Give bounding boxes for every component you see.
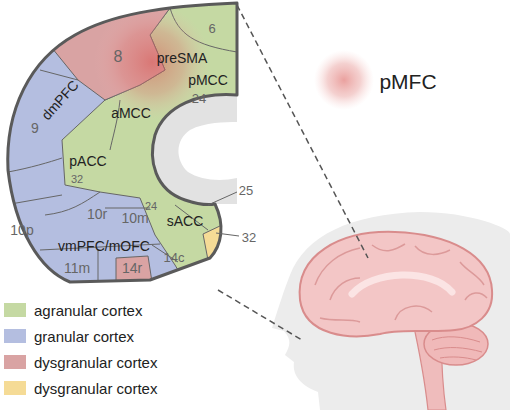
zoom-line (218, 290, 302, 340)
area-number: 32 (71, 174, 83, 185)
legend-swatch (4, 381, 26, 395)
legend-text: granular cortex (34, 328, 134, 345)
legend-entry: granular cortex (4, 326, 134, 346)
legend-entry: dysgranular cortex (4, 352, 157, 372)
legend-entry: dysgranular cortex (4, 378, 157, 398)
leader-line (216, 233, 239, 236)
head-illustration (272, 212, 510, 410)
area-number: 9 (31, 121, 39, 135)
legend-swatch (4, 303, 26, 317)
area-number: 32 (242, 231, 256, 244)
area-number: 14r (122, 261, 142, 275)
legend-text: dysgranular cortex (34, 380, 157, 397)
area-number: 24 (192, 92, 206, 105)
region-label: preSMA (157, 51, 208, 65)
pmfc-key-circle (314, 50, 374, 110)
cerebellum-folds (432, 337, 482, 360)
legend-swatch (4, 329, 26, 343)
cortex-areas (5, 0, 240, 300)
area-number: 14c (164, 251, 185, 264)
legend-entry: agranular cortex (4, 300, 142, 320)
pmfc-highlight (94, 4, 210, 120)
cortex-outline (8, 3, 237, 282)
region-label: pACC (69, 154, 106, 168)
leader-line (208, 192, 237, 205)
zoom-line (237, 5, 368, 258)
key-label: pMFC (379, 71, 436, 92)
area-number: 6 (208, 22, 215, 35)
area-number: 25 (239, 184, 253, 197)
legend-swatch (4, 355, 26, 369)
region-label: pMCC (188, 73, 228, 87)
head-silhouette (272, 212, 510, 410)
brain-gyri (315, 244, 487, 322)
area-number: 24 (145, 201, 157, 212)
corpus-callosum (352, 275, 452, 294)
area-number: 11m (64, 261, 90, 275)
legend-text: dysgranular cortex (34, 354, 157, 371)
region-label: vmPFC/mOFC (58, 239, 150, 253)
area-number: 8 (114, 49, 123, 65)
area-number: 10p (10, 223, 33, 237)
legend-text: agranular cortex (34, 302, 142, 319)
brain (300, 232, 493, 336)
area-number: 10m (121, 211, 148, 225)
region-label: sACC (167, 214, 204, 228)
region-label: aMCC (111, 106, 151, 120)
area-number: 10r (87, 207, 107, 221)
